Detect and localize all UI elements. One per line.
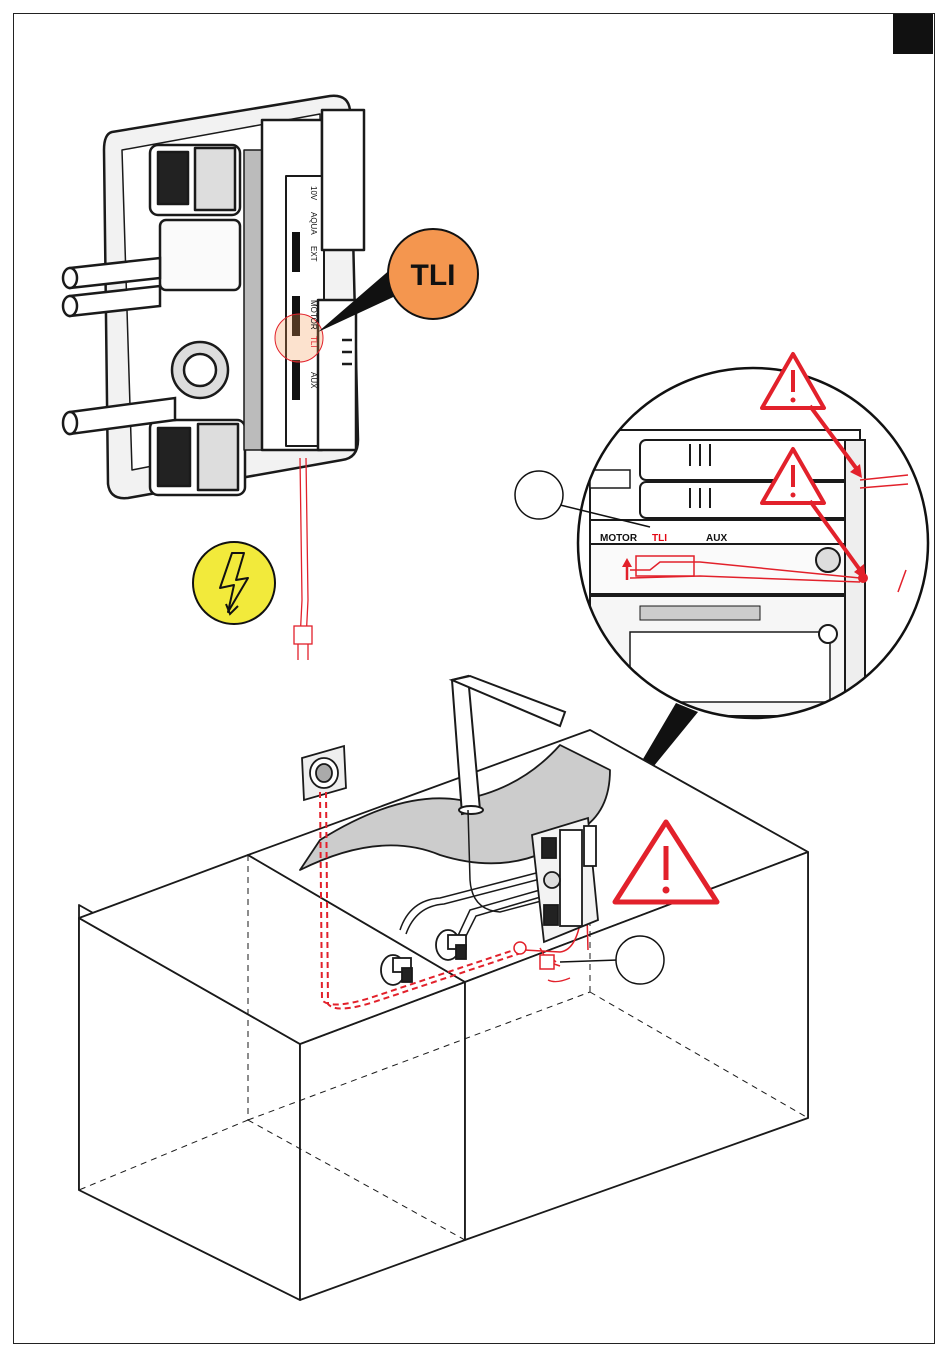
callout-circle-2: [616, 936, 664, 984]
callout-circle-1: [515, 471, 563, 519]
electric-hazard-icon: [193, 542, 275, 624]
tli-badge-label: TLI: [411, 259, 456, 292]
socket-outlet: [540, 955, 554, 969]
board-label-motor: MOTOR: [309, 300, 318, 330]
wall-socket: [302, 746, 346, 800]
detail-port-aux: AUX: [706, 533, 727, 544]
board-label-aux: AUX: [309, 372, 318, 389]
board-label-10v: 10V: [309, 186, 318, 201]
board-label-aqua: AQUA: [309, 212, 318, 235]
power-cord: [294, 458, 312, 660]
kitchen-cabinet: [79, 730, 808, 1300]
board-label-tli: TLI: [309, 336, 318, 348]
mounted-control-unit: [532, 818, 598, 942]
detail-port-motor: MOTOR: [600, 533, 638, 544]
detail-port-tli: TLI: [652, 533, 667, 544]
board-label-ext: EXT: [309, 246, 318, 262]
